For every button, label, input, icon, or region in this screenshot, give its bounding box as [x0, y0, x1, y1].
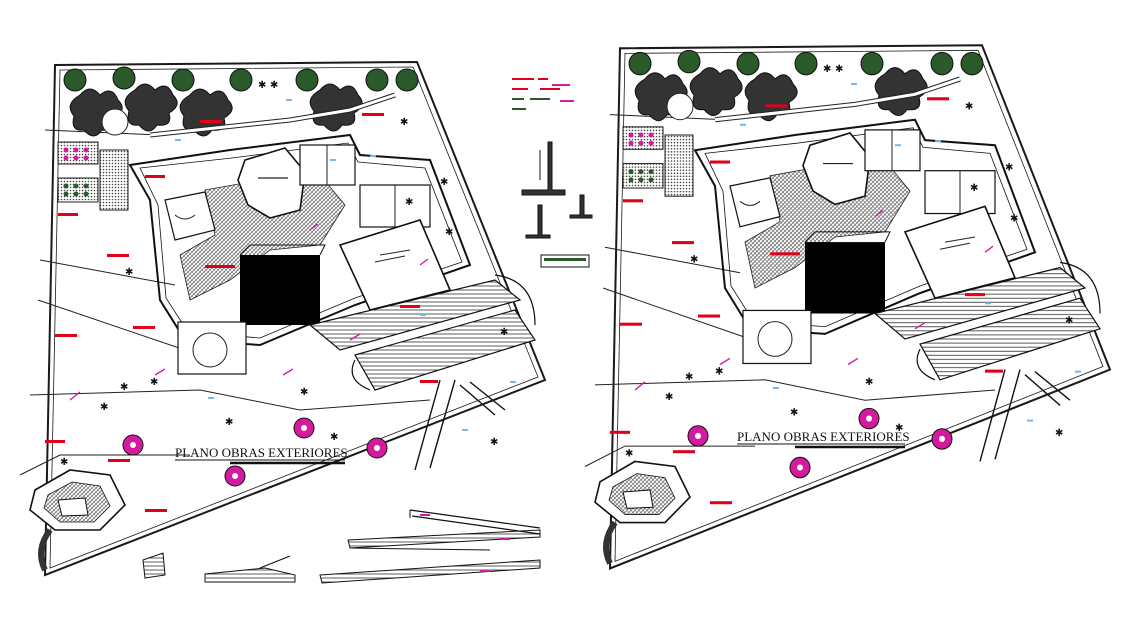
section-detail-upright	[521, 141, 593, 268]
site-plan-right: PLANO OBRAS EXTERIORES	[585, 45, 1110, 568]
plan-title-right: PLANO OBRAS EXTERIORES	[737, 429, 910, 444]
stair-details	[142, 509, 541, 584]
plan-title-left: PLANO OBRAS EXTERIORES	[175, 445, 348, 460]
legend-block	[512, 78, 574, 110]
site-plan-left: PLANO OBRAS EXTERIORES	[20, 62, 545, 575]
